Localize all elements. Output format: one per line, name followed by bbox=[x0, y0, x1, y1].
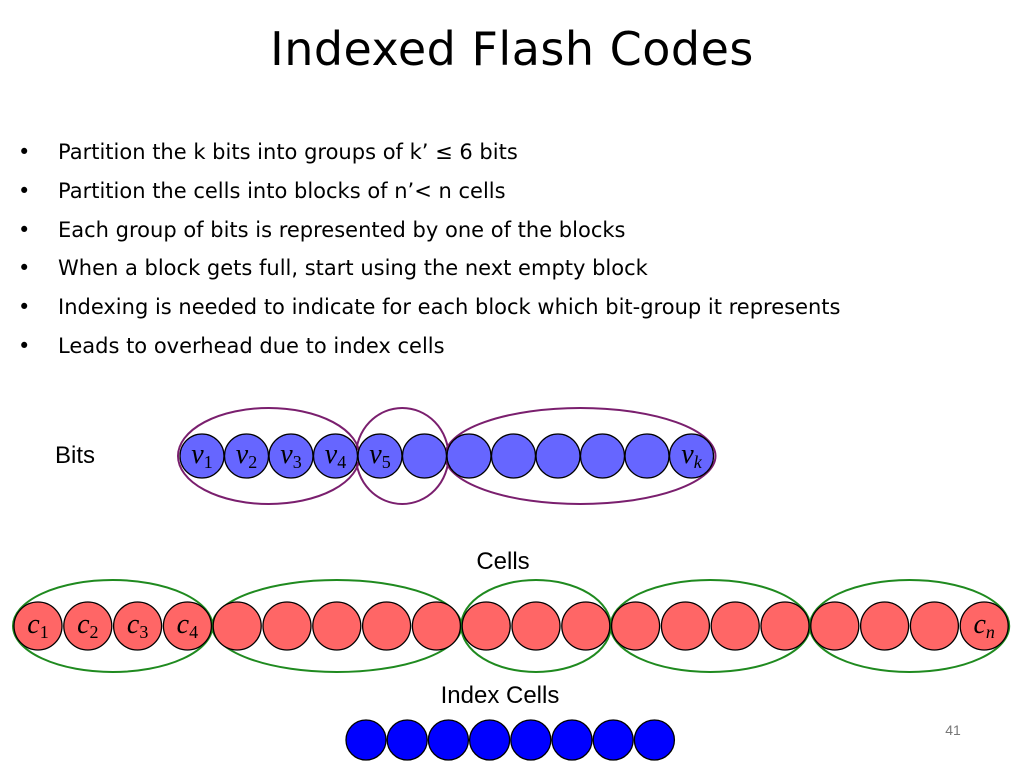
index-cell-circle bbox=[510, 719, 552, 761]
bullet-dot: • bbox=[18, 256, 31, 281]
cell-circle bbox=[112, 601, 163, 651]
bit-circle bbox=[535, 433, 581, 479]
bullet-text: Partition the k bits into groups of k’ ≤… bbox=[58, 140, 518, 164]
cell-circle bbox=[411, 601, 462, 651]
bullet-item: • Each group of bits is represented by on… bbox=[18, 212, 841, 251]
cell-circle bbox=[660, 601, 711, 651]
bullet-dot: • bbox=[18, 217, 31, 242]
cell-circle bbox=[760, 601, 810, 651]
page-number: 41 bbox=[945, 722, 961, 738]
bullet-list: • Partition the k bits into groups of k’ … bbox=[18, 134, 841, 367]
index-cell-circle bbox=[427, 719, 470, 761]
cell-circle bbox=[909, 601, 960, 651]
bullet-dot: • bbox=[18, 178, 31, 203]
cell-circle bbox=[13, 601, 63, 651]
cell-circle bbox=[63, 601, 113, 651]
cell-circle bbox=[262, 601, 312, 651]
cell-circle bbox=[312, 601, 362, 651]
bullet-text: Each group of bits is represented by one… bbox=[58, 217, 626, 242]
index-cell-circle bbox=[386, 719, 428, 761]
bits-label: Bits bbox=[55, 442, 95, 469]
bit-circle bbox=[624, 433, 670, 479]
bit-circle bbox=[668, 433, 715, 479]
cell-circle bbox=[361, 601, 412, 651]
cell-block-outline bbox=[808, 579, 1011, 673]
cell-circle bbox=[959, 601, 1009, 651]
index-cells-row bbox=[345, 719, 676, 761]
cell-circle bbox=[561, 601, 611, 651]
bit-circle bbox=[579, 433, 626, 479]
cell-circle bbox=[859, 601, 910, 651]
index-cells-label: Index Cells bbox=[441, 682, 560, 709]
bullet-item: • Partition the cells into blocks of n’< … bbox=[18, 173, 841, 212]
bullet-text: Indexing is needed to indicate for each … bbox=[58, 295, 841, 320]
bullet-dot: • bbox=[18, 140, 31, 164]
bullet-item: • Indexing is needed to indicate for each… bbox=[18, 289, 841, 328]
cells-label: Cells bbox=[476, 548, 529, 575]
bullet-dot: • bbox=[18, 295, 31, 320]
bullet-text: Leads to overhead due to index cells bbox=[58, 333, 445, 358]
index-cell-circle bbox=[592, 719, 634, 761]
cell-circle bbox=[461, 601, 511, 651]
cell-circle bbox=[212, 601, 262, 651]
slide-title: Indexed Flash Codes bbox=[270, 22, 754, 76]
index-cell-circle bbox=[345, 719, 387, 761]
bullet-item: • Leads to overhead due to index cells bbox=[18, 328, 841, 367]
bullet-text: Partition the cells into blocks of n’< n… bbox=[58, 178, 506, 203]
bit-circle bbox=[490, 433, 537, 479]
cell-circle bbox=[710, 601, 760, 651]
bullet-dot: • bbox=[18, 333, 31, 358]
index-cell-circle bbox=[551, 719, 593, 761]
cell-circle bbox=[511, 601, 561, 651]
cell-circle bbox=[162, 601, 213, 651]
bit-circle bbox=[446, 433, 492, 479]
bullet-text: When a block gets full, start using the … bbox=[58, 256, 648, 281]
index-cell-circle bbox=[633, 719, 676, 761]
bit-circle bbox=[401, 433, 448, 479]
cell-circle bbox=[610, 601, 661, 651]
cell-circle bbox=[810, 601, 860, 651]
index-cell-circle bbox=[468, 719, 511, 761]
bullet-item: • Partition the k bits into groups of k’ … bbox=[18, 134, 841, 173]
bullet-item: • When a block gets full, start using the… bbox=[18, 250, 841, 289]
